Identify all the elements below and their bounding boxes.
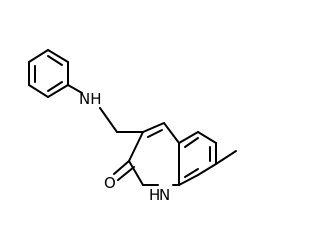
methyl-bond <box>215 150 237 165</box>
double-bond-inner <box>147 129 163 138</box>
molecule-structure: NH O H N <box>28 49 237 204</box>
bond <box>28 49 49 63</box>
phenyl-ring <box>28 49 69 98</box>
bond <box>47 84 69 98</box>
bond <box>47 49 69 63</box>
double-bond-inner <box>47 81 63 92</box>
pyridinone-ring <box>128 122 180 186</box>
amine-nitrogen-label: NH <box>79 90 102 108</box>
bond-nh-ch2 <box>99 107 118 133</box>
bond-phenyl-nh <box>67 84 83 94</box>
double-bond-inner <box>184 137 199 148</box>
carbonyl-bond <box>113 160 130 175</box>
carbonyl-bond-second <box>117 166 135 181</box>
bond <box>28 84 49 98</box>
bond <box>197 163 217 176</box>
bond <box>197 131 217 144</box>
bond <box>142 122 165 133</box>
bond <box>178 131 199 144</box>
benzo-ring <box>178 131 217 186</box>
double-bond-inner <box>184 168 199 178</box>
bond <box>128 160 144 186</box>
bond <box>163 122 180 144</box>
carbonyl-oxygen-label: O <box>104 174 116 192</box>
bond <box>128 131 144 162</box>
double-bond-inner <box>47 55 63 66</box>
ring-nitrogen-h-label: H <box>149 186 160 204</box>
ring-nitrogen-label: N <box>159 186 170 204</box>
bond <box>178 174 199 186</box>
